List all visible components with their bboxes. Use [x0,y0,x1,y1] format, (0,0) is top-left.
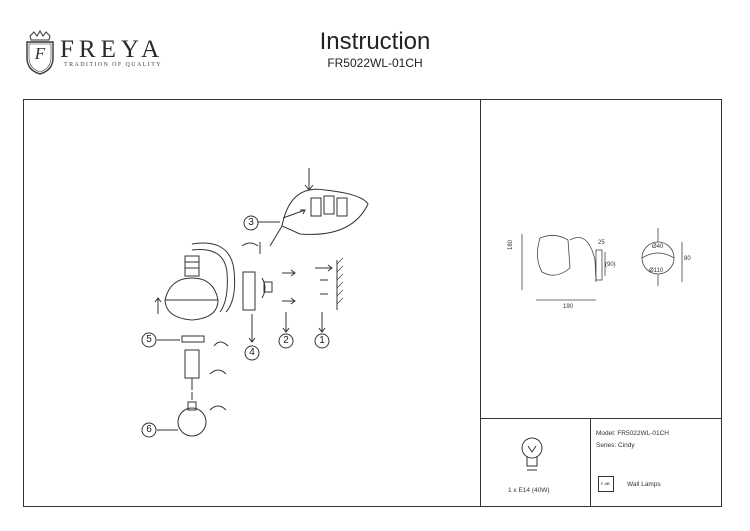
drawing-frame [23,99,722,507]
category-label: Wall Lamps [627,481,661,488]
category-icon: F-dB [598,476,614,492]
dim-side-height: 80 [684,256,691,262]
series-info: Series: Cindy [596,442,635,449]
step-circle-1 [314,333,330,349]
step-label: 2 [283,335,289,346]
bulb-spec: 1 x E14 (40W) [508,487,550,494]
frame-divider [590,418,591,507]
step-label: 6 [146,424,152,435]
dim-height: 180 [508,239,514,250]
dim-width: 190 [563,304,574,310]
dim-shade-top: Ø40 [652,244,664,250]
assembly-diagram [154,168,369,437]
dim-plate: (90) [605,262,616,268]
brand-name: FREYA [60,36,165,63]
step-circle-4 [244,345,260,361]
brand-tagline: TRADITION OF QUALITY [64,62,162,68]
step-label: 1 [319,335,325,346]
bulb-icon [521,437,543,471]
model-info: Model: FR5022WL-01CH [596,430,669,437]
category-icon-label: F-dB [601,481,610,486]
step-label: 5 [146,334,152,345]
step-label: 4 [249,347,255,358]
step-circle-6 [141,422,157,438]
model-number: FR5022WL-01CH [327,56,423,70]
step-label: 3 [248,217,254,228]
step-circle-5 [141,332,157,348]
dim-depth: 25 [598,240,605,246]
logo-letter: F [34,44,46,63]
frame-divider [480,418,722,419]
page-title: Instruction [319,28,431,55]
step-circle-3 [243,215,259,231]
step-circle-2 [278,333,294,349]
dimension-diagram [521,228,683,301]
freya-logo-crest [26,30,54,75]
dim-shade-dia: Ø110 [649,268,664,274]
frame-divider [480,99,481,507]
